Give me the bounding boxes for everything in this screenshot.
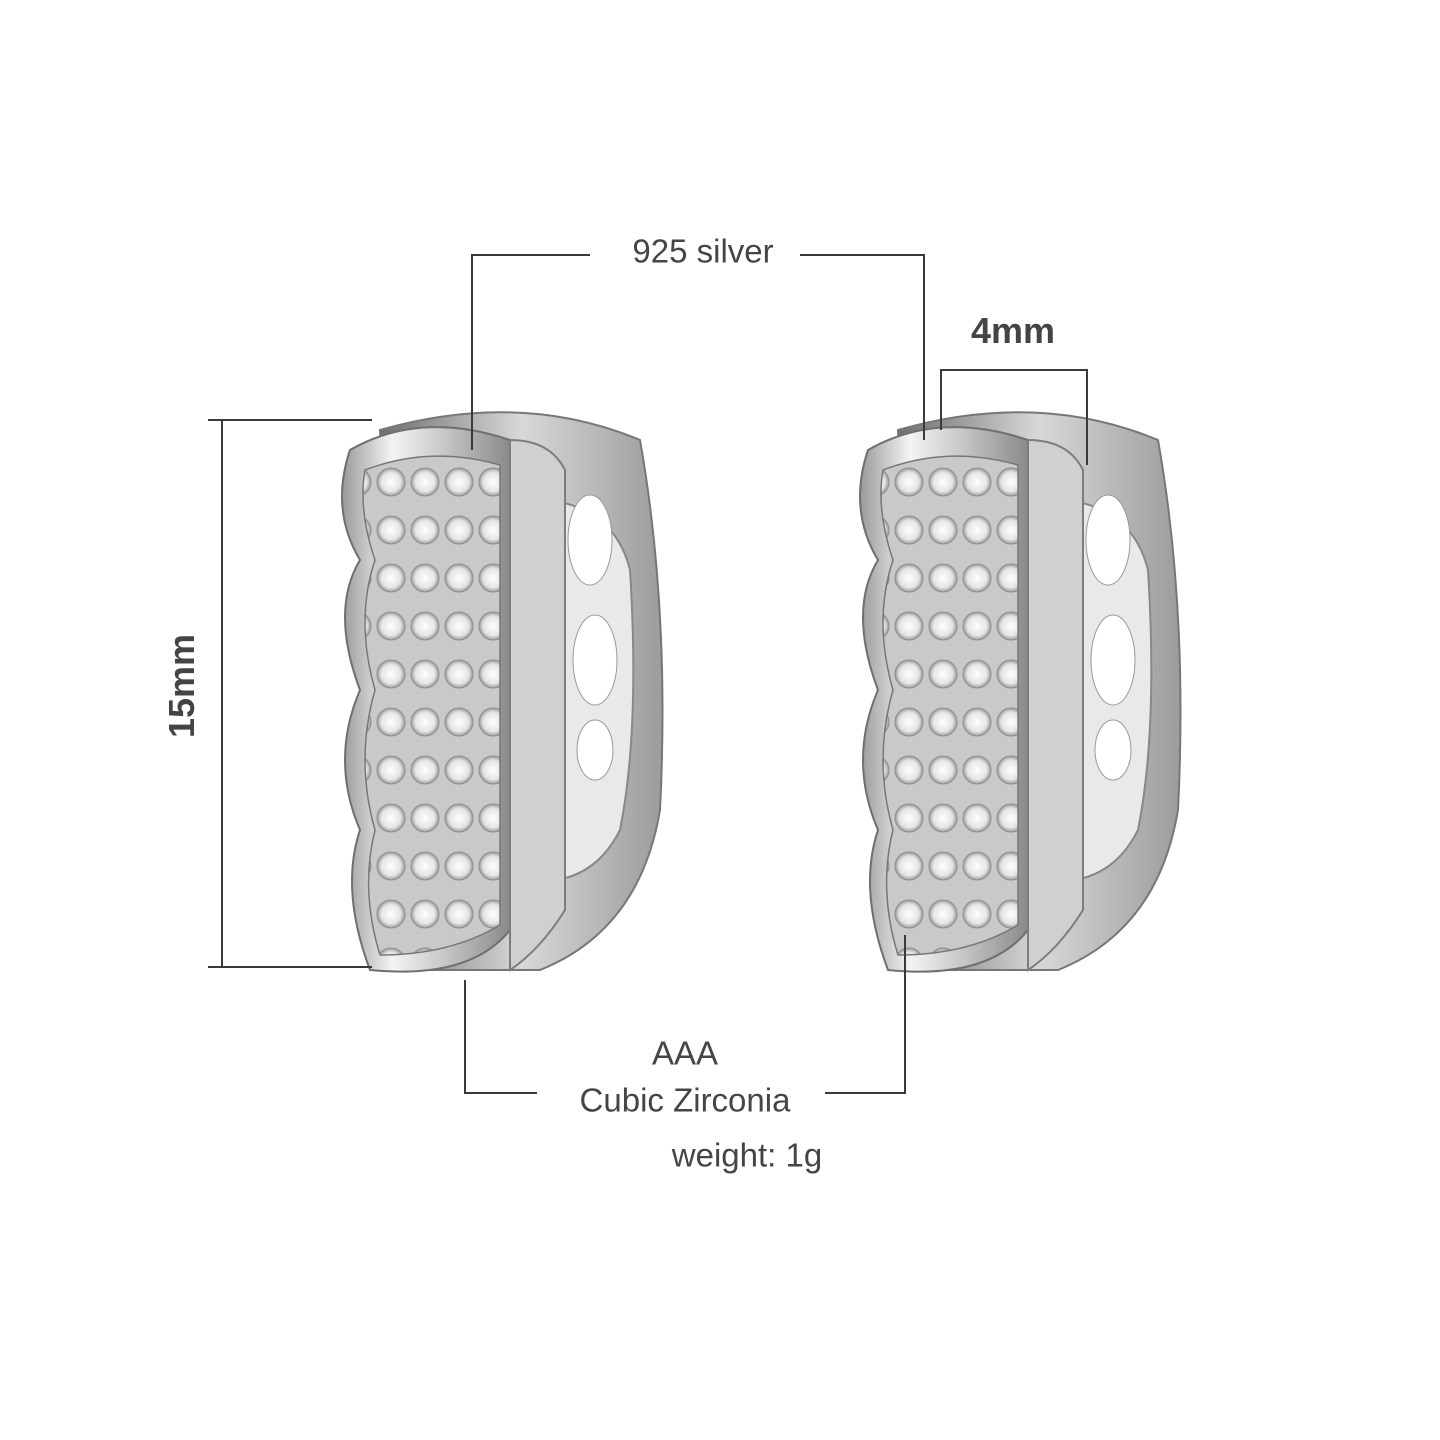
stone-leader-left: [464, 980, 537, 1094]
weight-label: weight: 1g: [671, 1136, 823, 1174]
material-leader-left: [471, 254, 590, 450]
width-bracket: [940, 369, 1088, 465]
material-leader-right: [800, 254, 925, 440]
earring-right: [859, 411, 1182, 973]
stone-grade-label: AAA: [651, 1034, 719, 1072]
earring-left: [341, 411, 664, 973]
dimension-lines: [208, 254, 1088, 1094]
stone-type-label: Cubic Zirconia: [579, 1081, 791, 1119]
material-label: 925 silver: [632, 232, 774, 270]
stone-leader-right: [825, 935, 906, 1094]
width-label: 4mm: [970, 310, 1056, 351]
height-label: 15mm: [161, 633, 202, 739]
